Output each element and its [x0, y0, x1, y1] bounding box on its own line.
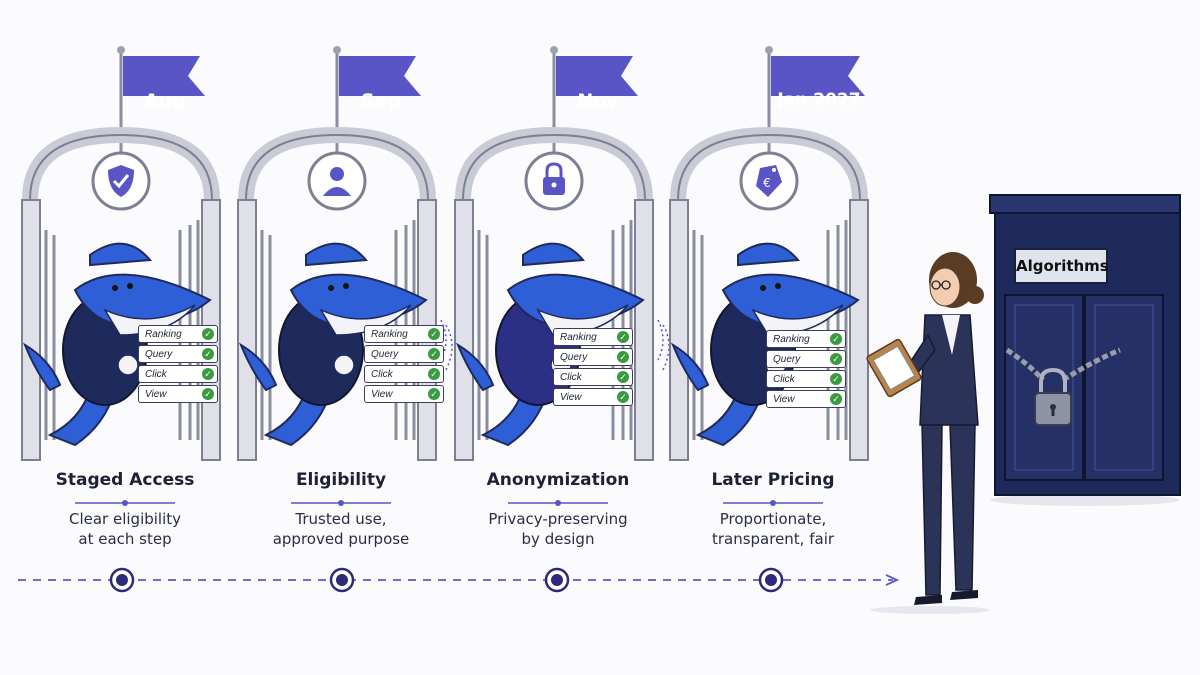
check-icon: ✓ [617, 391, 629, 403]
check-icon: ✓ [830, 353, 842, 365]
checklist-item: View✓ [364, 385, 444, 403]
stage-description: Trusted use, approved purpose [272, 510, 410, 548]
check-icon: ✓ [617, 351, 629, 363]
stage-description: Privacy-preserving by design [488, 510, 628, 548]
flag [123, 56, 205, 96]
checklist-item: Ranking✓ [364, 325, 444, 343]
timeline-arrow-icon [885, 574, 900, 586]
flag-label: Nov [577, 90, 619, 112]
stage-title: Eligibility [295, 470, 387, 490]
checklist-item: Ranking✓ [138, 325, 218, 343]
stage-title: Staged Access [55, 470, 195, 490]
checklist-item: View✓ [766, 390, 846, 408]
check-icon: ✓ [428, 348, 440, 360]
flag [771, 56, 865, 96]
whale-mascot [22, 242, 212, 447]
check-icon: ✓ [617, 331, 629, 343]
flag-label: Jan 2027 [777, 90, 861, 110]
checklist-item: Click✓ [138, 365, 218, 383]
checklist-card: Ranking✓ Query✓ Click✓ View✓ [364, 325, 444, 405]
flag-label: Sep [360, 90, 402, 112]
whale-mascot [238, 242, 428, 447]
check-icon: ✓ [202, 348, 214, 360]
checklist-card: Ranking✓ Query✓ Click✓ View✓ [766, 330, 846, 410]
check-icon: ✓ [428, 388, 440, 400]
flag [556, 56, 638, 96]
check-icon: ✓ [202, 368, 214, 380]
check-icon: ✓ [830, 393, 842, 405]
title-divider [508, 500, 608, 506]
checklist-item: Click✓ [553, 368, 633, 386]
stage-title: Later Pricing [711, 470, 835, 490]
timeline-marker [109, 567, 135, 593]
checklist-card: Ranking✓ Query✓ Click✓ View✓ [553, 328, 633, 408]
check-icon: ✓ [830, 373, 842, 385]
title-divider [723, 500, 823, 506]
checklist-item: Query✓ [766, 350, 846, 368]
timeline-marker [758, 567, 784, 593]
euro-tag-icon: € [756, 165, 782, 197]
checklist-item: View✓ [553, 388, 633, 406]
cabinet-label: Algorithms [1014, 248, 1109, 284]
stage-aug: Aug Ranking✓ Query✓ Click✓ View✓ Staged … [20, 40, 230, 548]
check-icon: ✓ [202, 388, 214, 400]
gate-illustration [237, 46, 453, 461]
check-icon: ✓ [428, 328, 440, 340]
timeline [18, 567, 900, 593]
person-icon [323, 167, 351, 196]
data-stream [657, 319, 670, 371]
checklist-item: Query✓ [553, 348, 633, 366]
checklist-item: View✓ [138, 385, 218, 403]
flag [339, 56, 421, 96]
algorithms-cabinet [989, 194, 1181, 506]
padlock-icon [543, 162, 565, 195]
stage-nov: Nov Ranking✓ Query✓ Click✓ View✓ Anonymi… [453, 40, 670, 548]
inspector-figure [866, 252, 990, 614]
chain-lock-icon [1005, 347, 1121, 426]
data-stream [440, 319, 453, 371]
check-icon: ✓ [202, 328, 214, 340]
check-icon: ✓ [428, 368, 440, 380]
title-divider [75, 500, 175, 506]
stage-sep: Sep Ranking✓ Query✓ Click✓ View✓ Eligibi… [236, 40, 453, 548]
checklist-item: Click✓ [766, 370, 846, 388]
checklist-item: Ranking✓ [766, 330, 846, 348]
flag-label: Aug [144, 90, 186, 112]
stage-jan-2027: € Jan 2027 Ranking✓ Query✓ Click✓ View✓ … [668, 40, 878, 548]
stage-description: Proportionate, transparent, fair [711, 510, 835, 548]
checklist-item: Ranking✓ [553, 328, 633, 346]
gate-illustration: € [669, 46, 869, 461]
checklist-card: Ranking✓ Query✓ Click✓ View✓ [138, 325, 218, 405]
stage-description: Clear eligibility at each step [68, 510, 182, 548]
svg-text:€: € [763, 176, 771, 190]
glasses-icon [931, 280, 951, 290]
timeline-marker [544, 567, 570, 593]
shield-check-icon [108, 165, 134, 197]
check-icon: ✓ [617, 371, 629, 383]
timeline-marker [329, 567, 355, 593]
check-icon: ✓ [830, 333, 842, 345]
title-divider [291, 500, 391, 506]
checklist-item: Query✓ [138, 345, 218, 363]
gate-illustration [454, 46, 670, 461]
checklist-item: Click✓ [364, 365, 444, 383]
stage-title: Anonymization [486, 470, 630, 490]
checklist-item: Query✓ [364, 345, 444, 363]
clipboard-icon [866, 338, 922, 398]
